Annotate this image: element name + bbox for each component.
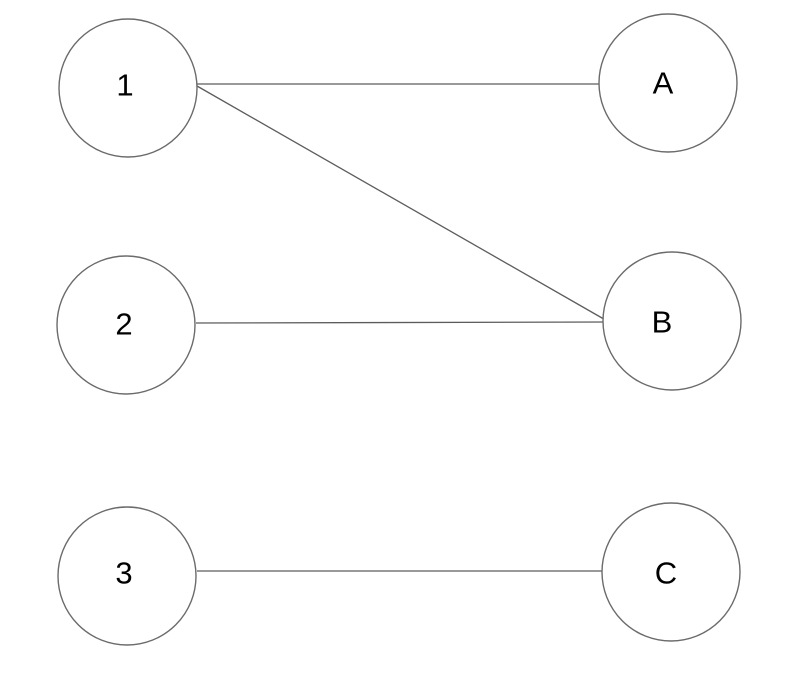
node-circle-B[interactable] xyxy=(602,251,742,391)
node-label-C: C xyxy=(654,555,678,591)
node-group-right xyxy=(598,13,742,642)
edge-2-to-B xyxy=(195,321,610,324)
node-circle-3[interactable] xyxy=(57,506,197,646)
node-circle-C[interactable] xyxy=(601,502,741,642)
node-label-3: 3 xyxy=(115,555,133,591)
node-label-B: B xyxy=(651,304,673,340)
node-label-1: 1 xyxy=(116,67,134,103)
edge-1-to-B xyxy=(196,85,610,323)
node-circle-1[interactable] xyxy=(58,18,198,158)
node-group-left xyxy=(56,18,198,646)
node-label-A: A xyxy=(652,65,674,101)
edge-group xyxy=(195,83,610,572)
node-circle-A[interactable] xyxy=(598,13,738,153)
node-circle-2[interactable] xyxy=(56,255,196,395)
node-label-2: 2 xyxy=(115,306,133,342)
